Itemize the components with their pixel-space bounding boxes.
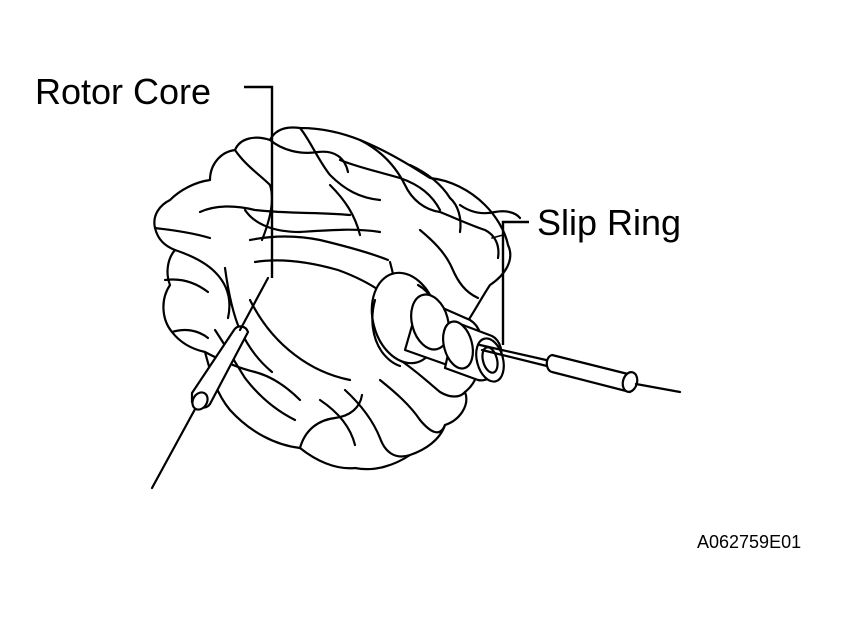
rotor-core-label: Rotor Core xyxy=(35,71,212,112)
slip-ring-label: Slip Ring xyxy=(537,202,682,243)
slip-ring-shaft xyxy=(403,293,505,383)
figure-code: A062759E01 xyxy=(697,532,802,552)
left-tester-probe xyxy=(150,276,270,490)
right-tester-probe xyxy=(478,343,682,394)
slip-ring-leader xyxy=(501,220,529,345)
rotor-core-leader xyxy=(244,85,274,278)
rotor-core-body xyxy=(153,126,522,471)
